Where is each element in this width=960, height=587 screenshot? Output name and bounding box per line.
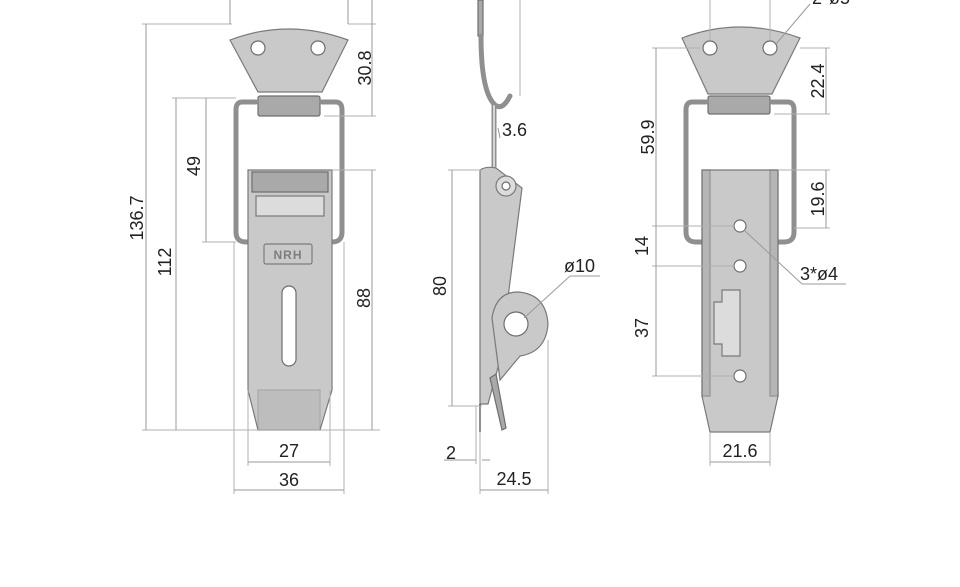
back-dim-base-width: 21.6 [722,441,757,461]
side-eye-lug [491,291,549,382]
back-view: 2*ø5 22.4 59.9 19.6 14 37 3*ø4 21.6 [632,0,850,466]
back-wire-loop-right [769,99,797,245]
back-plate-hole-right [762,40,778,56]
back-dim-plate-height: 22.4 [808,63,828,98]
front-hinge-knuckle [257,95,321,117]
front-top-plate [229,28,349,93]
back-dim-hole-spacing: 14 [632,236,652,256]
side-dim-eye-dia: ø10 [564,256,595,276]
front-hasp-top-band [251,171,329,193]
front-dim-overall-height: 136.7 [127,195,147,240]
front-view: NRH 136.7 112 49 30.8 88 27 36 [127,0,380,494]
front-logo-text: NRH [274,248,303,262]
back-dim-base-holes: 3*ø4 [800,264,838,284]
back-dim-slot-spacing: 37 [632,318,652,338]
side-dim-plate-thickness: 2 [446,443,456,463]
front-dim-plate-height: 30.8 [355,50,375,85]
back-plate-hole-left [702,40,718,56]
front-hasp-slot [281,285,297,367]
back-hinge-knuckle [707,95,771,115]
front-dim-base-height: 112 [155,248,175,277]
back-base-hole-3 [733,369,747,383]
front-dim-outer-width: 36 [279,470,299,490]
side-dim-body-height: 80 [430,276,450,296]
back-base-hole-2 [733,259,747,273]
side-dim-depth: 24.5 [496,469,531,489]
front-hasp-tip-shade [257,389,321,431]
back-dim-upper-height: 59.9 [638,119,658,154]
front-wire-loop-right [319,99,345,245]
front-wire-loop [233,99,259,245]
side-top-plate [477,0,484,37]
back-dim-mount-holes: 2*ø5 [812,0,850,8]
side-hinge-hook [478,33,513,110]
back-wire-loop [683,99,709,245]
back-dim-loop-height: 19.6 [808,181,828,216]
front-dim-hasp-height: 88 [354,288,374,308]
front-dim-inner-width: 27 [279,441,299,461]
front-hasp-cam [255,195,325,217]
front-plate-hole-left [250,40,266,56]
front-dim-loop-height: 49 [184,156,204,176]
front-plate-hole-right [310,40,326,56]
side-dim-wire-dia: 3.6 [502,120,527,140]
side-hasp-tail [489,372,507,431]
side-view: 3.6 80 ø10 2 24.5 [430,0,600,494]
front-logo-frame [263,243,313,265]
side-eye-hole [503,311,529,337]
back-slot [713,289,741,357]
